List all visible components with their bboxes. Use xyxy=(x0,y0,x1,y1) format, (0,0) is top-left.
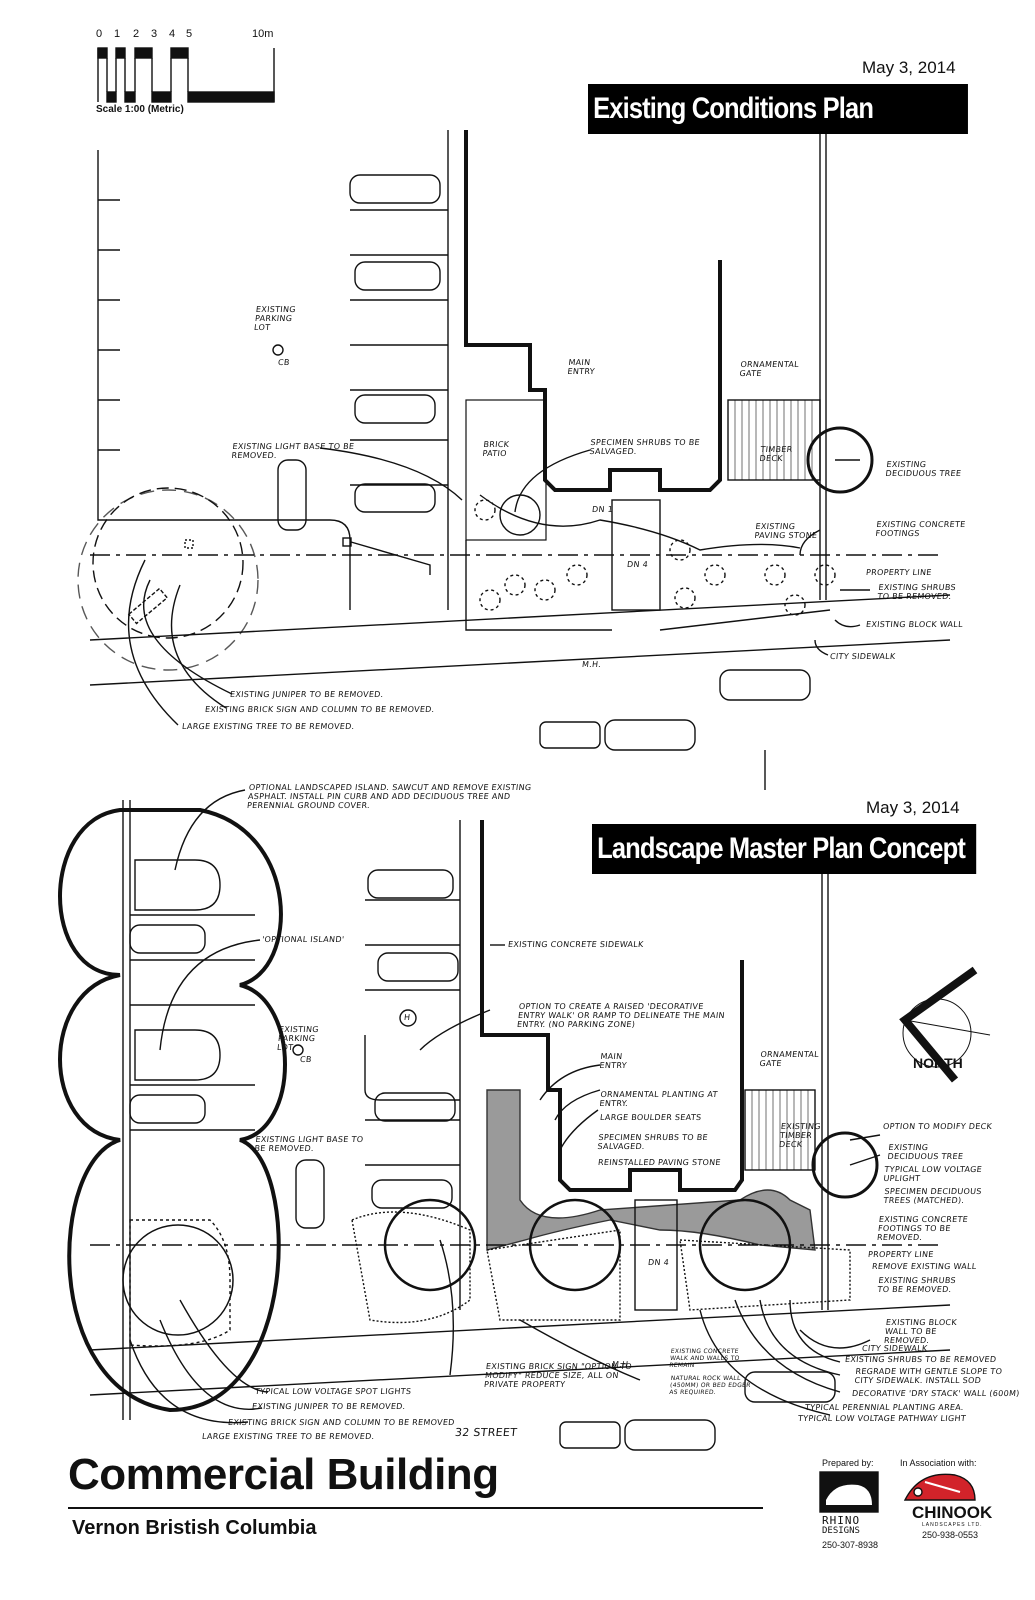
note-uplight: Typical low voltage uplight xyxy=(883,1165,983,1183)
scale-tick: 4 xyxy=(169,28,176,40)
note-concrete-footings: Existing concrete footings to be removed… xyxy=(876,1215,969,1242)
scale-tick: 1 xyxy=(114,28,121,40)
note-dn4: dn 4 xyxy=(626,560,649,569)
note-deciduous-tree: Existing deciduous tree xyxy=(887,1143,964,1161)
note-spot-lights: Typical low voltage spot lights xyxy=(254,1387,412,1396)
note-main-entry: Main entry xyxy=(599,1052,628,1070)
note-natural-rock-wall: Natural rock wall (450mm) or bed edger a… xyxy=(668,1375,752,1396)
note-property-line: Property line xyxy=(865,568,933,577)
note-specimen-shrubs: Specimen shrubs to be salvaged. xyxy=(597,1133,709,1151)
project-location: Vernon Bristish Columbia xyxy=(72,1517,317,1539)
note-parking-lot: Existing parking lot xyxy=(276,1025,320,1052)
note-regrade: Regrade with gentle slope to city sidewa… xyxy=(854,1367,1003,1385)
chinook-phone: 250-938-0553 xyxy=(922,1530,979,1540)
prepared-by-label: Prepared by: xyxy=(822,1458,874,1468)
note-juniper: Existing juniper to be removed. xyxy=(251,1402,406,1411)
note-raised-entry-walk: Option to create a raised 'decorative en… xyxy=(516,1002,726,1029)
note-specimen-trees: Specimen deciduous trees (matched). xyxy=(883,1187,983,1205)
note-optional-island: 'Optional island' xyxy=(261,935,345,944)
rhino-phone: 250-307-8938 xyxy=(822,1540,879,1550)
chinook-sub: LANDSCAPES LTD. xyxy=(922,1522,983,1528)
note-concrete-walk: Existing concrete walk and walls to rema… xyxy=(668,1348,740,1369)
note-pathway-light: Typical low voltage pathway light xyxy=(797,1414,967,1423)
car-icons xyxy=(277,174,811,751)
note-property-line: Property line xyxy=(867,1250,935,1259)
association-label: In Association with: xyxy=(900,1458,977,1468)
note-city-sidewalk: City sidewalk xyxy=(829,652,896,661)
note-brick-sign: Existing brick sign and column to be rem… xyxy=(227,1418,456,1427)
note-light-base: Existing light base to be removed. xyxy=(231,442,355,460)
plan-title: Landscape Master Plan Concept xyxy=(592,824,977,874)
scale-tick: 2 xyxy=(133,28,140,40)
rhino-designs-logo xyxy=(819,1471,879,1513)
note-modify-deck: Option to modify deck xyxy=(882,1122,993,1131)
note-dn4: dn 4 xyxy=(647,1258,670,1267)
plan-date: May 3, 2014 xyxy=(866,798,960,817)
north-arrow-icon xyxy=(899,966,991,1083)
note-shrubs-removed: Existing shrubs to be removed. xyxy=(877,1276,957,1294)
scale-label: Scale 1:00 (Metric) xyxy=(96,104,184,115)
scale-tick: 0 xyxy=(96,28,103,40)
note-block-wall: Existing block wall to be removed. xyxy=(883,1318,958,1345)
rhino-designs: DESIGNS xyxy=(822,1526,860,1536)
note-juniper: Existing juniper to be removed. xyxy=(229,690,384,699)
note-brick-sign: Existing brick sign and column to be rem… xyxy=(204,705,435,714)
scale-tick: 5 xyxy=(186,28,193,40)
note-ornamental-gate: Ornamental gate xyxy=(739,360,800,378)
note-deciduous-tree: Existing deciduous tree xyxy=(885,460,962,478)
project-title: Commercial Building xyxy=(68,1450,499,1499)
title-divider xyxy=(68,1507,763,1509)
note-cb: CB xyxy=(299,1055,313,1064)
car-icons xyxy=(129,869,836,1451)
note-large-tree: Large existing tree to be removed. xyxy=(201,1432,375,1441)
plan-title: Existing Conditions Plan xyxy=(588,84,968,134)
note-ornamental-planting: Ornamental planting at entry. xyxy=(599,1090,719,1108)
note-street: 32 Street xyxy=(454,1426,518,1439)
note-city-sidewalk: City sidewalk xyxy=(861,1344,928,1353)
note-ornamental-gate: Ornamental gate xyxy=(759,1050,820,1068)
note-concrete-footings: Existing concrete footings xyxy=(875,520,967,538)
note-timber-deck: Existing timber deck xyxy=(778,1122,822,1149)
rhino-name: RHINO xyxy=(822,1514,861,1527)
note-concrete-sidewalk: Existing concrete sidewalk xyxy=(507,940,645,949)
plan-date: May 3, 2014 xyxy=(862,58,956,77)
note-mh: M.H. xyxy=(581,660,602,669)
note-dn1: dn 1 xyxy=(591,505,614,514)
note-large-tree: Large existing tree to be removed. xyxy=(181,722,355,731)
note-perennial-area: Typical perennial planting area. xyxy=(804,1403,965,1412)
note-shrubs-removed-2: Existing shrubs to be removed xyxy=(844,1355,997,1364)
note-specimen-shrubs: Specimen shrubs to be salvaged. xyxy=(589,438,701,456)
note-mh: M.H. xyxy=(611,1360,632,1369)
scale-tick: 10m xyxy=(252,28,274,40)
note-block-wall: Existing block wall xyxy=(865,620,964,629)
note-timber-deck: Timber deck xyxy=(759,445,794,463)
chinook-landscapes-logo xyxy=(903,1473,976,1501)
north-label: NORTH xyxy=(913,1055,963,1071)
scale-bar-graphic xyxy=(97,47,275,103)
note-boulder-seats: Large boulder seats xyxy=(599,1113,702,1122)
note-light-base: Existing light base to be removed. xyxy=(254,1135,364,1153)
chinook-name: CHINOOK xyxy=(912,1503,993,1522)
note-shrubs-removed: Existing shrubs to be removed. xyxy=(877,583,957,601)
note-reinstalled-paving: Reinstalled paving stone xyxy=(597,1158,722,1167)
scale-tick: 3 xyxy=(151,28,158,40)
existing-conditions-plan xyxy=(77,130,951,790)
note-cb: CB xyxy=(277,358,291,367)
note-main-entry: Main entry xyxy=(567,358,596,376)
note-paving-stone: Existing paving stone xyxy=(754,522,818,540)
note-parking-lot: Existing parking lot xyxy=(253,305,297,332)
note-dry-stack: Decorative 'dry stack' wall (600m) xyxy=(851,1389,1021,1398)
landscape-master-plan xyxy=(58,789,991,1451)
note-remove-wall: Remove existing wall xyxy=(871,1262,978,1271)
note-optional-landscaped-island: Optional landscaped island. Sawcut and r… xyxy=(246,783,532,810)
note-brick-patio: Brick patio xyxy=(482,440,510,458)
note-h: H xyxy=(403,1013,411,1022)
